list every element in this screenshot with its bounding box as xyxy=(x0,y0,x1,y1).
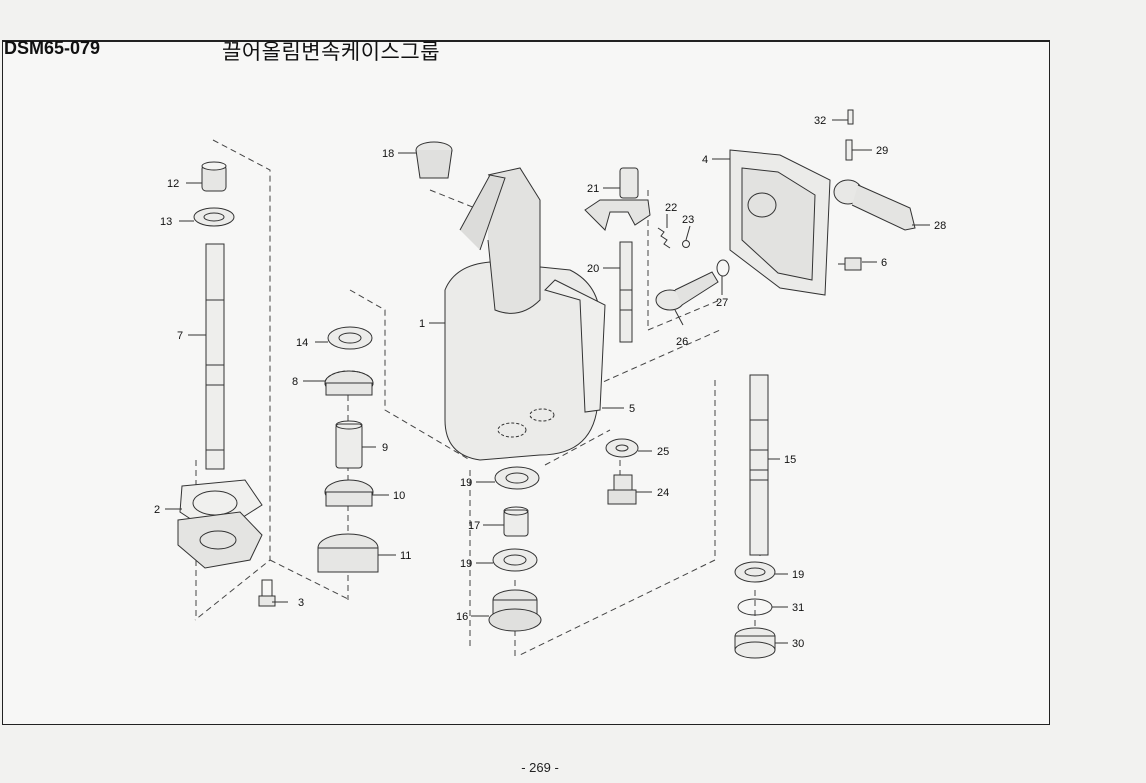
callout-22: 22 xyxy=(665,202,677,214)
callout-27: 27 xyxy=(716,297,728,309)
part-11-gear xyxy=(317,533,379,573)
part-19-bearing-lower xyxy=(492,548,538,572)
part-10-gear xyxy=(324,479,374,507)
part-19-bearing-right xyxy=(734,561,776,583)
callout-4: 4 xyxy=(702,154,708,166)
callout-6: 6 xyxy=(881,257,887,269)
part-19-bearing-upper xyxy=(494,466,540,490)
callout-8: 8 xyxy=(292,376,298,388)
part-32-pin xyxy=(847,109,854,125)
part-15-shaft xyxy=(749,374,769,556)
part-4-cover xyxy=(729,149,831,296)
part-22-spring xyxy=(657,227,671,249)
part-1-case xyxy=(444,167,601,461)
header-rule xyxy=(2,40,1050,41)
callout-7: 7 xyxy=(177,330,183,342)
part-18-bevel-gear xyxy=(415,141,453,179)
callout-32: 32 xyxy=(814,115,826,127)
callout-30: 30 xyxy=(792,638,804,650)
callout-3: 3 xyxy=(298,597,304,609)
callout-13: 13 xyxy=(160,216,172,228)
callout-29: 29 xyxy=(876,145,888,157)
callout-26: 26 xyxy=(676,336,688,348)
callout-12: 12 xyxy=(167,178,179,190)
callout-18: 18 xyxy=(382,148,394,160)
part-13-bearing xyxy=(193,207,235,227)
part-8-gear xyxy=(324,370,374,396)
callout-17: 17 xyxy=(468,520,480,532)
part-21-fork xyxy=(584,167,651,231)
part-12-bush xyxy=(201,161,227,192)
part-16-gear xyxy=(488,589,542,632)
part-27-o-ring xyxy=(716,259,730,277)
part-3-bolt xyxy=(258,579,276,607)
callout-5: 5 xyxy=(629,403,635,415)
part-29-pin xyxy=(845,139,853,161)
callout-10: 10 xyxy=(393,490,405,502)
part-20-rod xyxy=(619,241,633,343)
callout-2: 2 xyxy=(154,504,160,516)
part-7-shaft xyxy=(205,243,225,470)
part-6-plug xyxy=(838,257,862,271)
part-2-flange xyxy=(177,511,263,569)
callout-25: 25 xyxy=(657,446,669,458)
callout-19-right: 19 xyxy=(792,569,804,581)
part-30-bush xyxy=(734,627,776,659)
callout-23: 23 xyxy=(682,214,694,226)
callout-28: 28 xyxy=(934,220,946,232)
part-24-plug xyxy=(607,474,637,505)
part-code: DSM65-079 xyxy=(4,38,101,58)
callout-20: 20 xyxy=(587,263,599,275)
callout-24: 24 xyxy=(657,487,669,499)
callout-14: 14 xyxy=(296,337,308,349)
page-title: 끌어올림변속케이스그룹 xyxy=(222,40,441,64)
part-26-shift-arm xyxy=(655,271,719,311)
callout-16: 16 xyxy=(456,611,468,623)
callout-1: 1 xyxy=(419,318,425,330)
callout-15: 15 xyxy=(784,454,796,466)
callout-21: 21 xyxy=(587,183,599,195)
callout-11: 11 xyxy=(400,550,411,562)
callout-9: 9 xyxy=(382,442,388,454)
callout-19-upper: 19 xyxy=(460,477,472,489)
part-14-bearing xyxy=(327,326,373,350)
page-number: - 269 - xyxy=(521,760,559,775)
part-28-lever xyxy=(833,179,916,231)
callout-31: 31 xyxy=(792,602,804,614)
part-9-collar xyxy=(335,420,363,469)
callout-labels: 12 13 7 2 3 14 8 9 10 11 18 1 21 20 22 2… xyxy=(154,115,946,650)
part-25-washer xyxy=(605,438,639,458)
part-17-collar xyxy=(503,506,529,537)
callout-19-lower: 19 xyxy=(460,558,472,570)
part-23-ball xyxy=(682,240,690,248)
part-5-gasket xyxy=(544,279,606,413)
leader-lines xyxy=(165,119,930,644)
